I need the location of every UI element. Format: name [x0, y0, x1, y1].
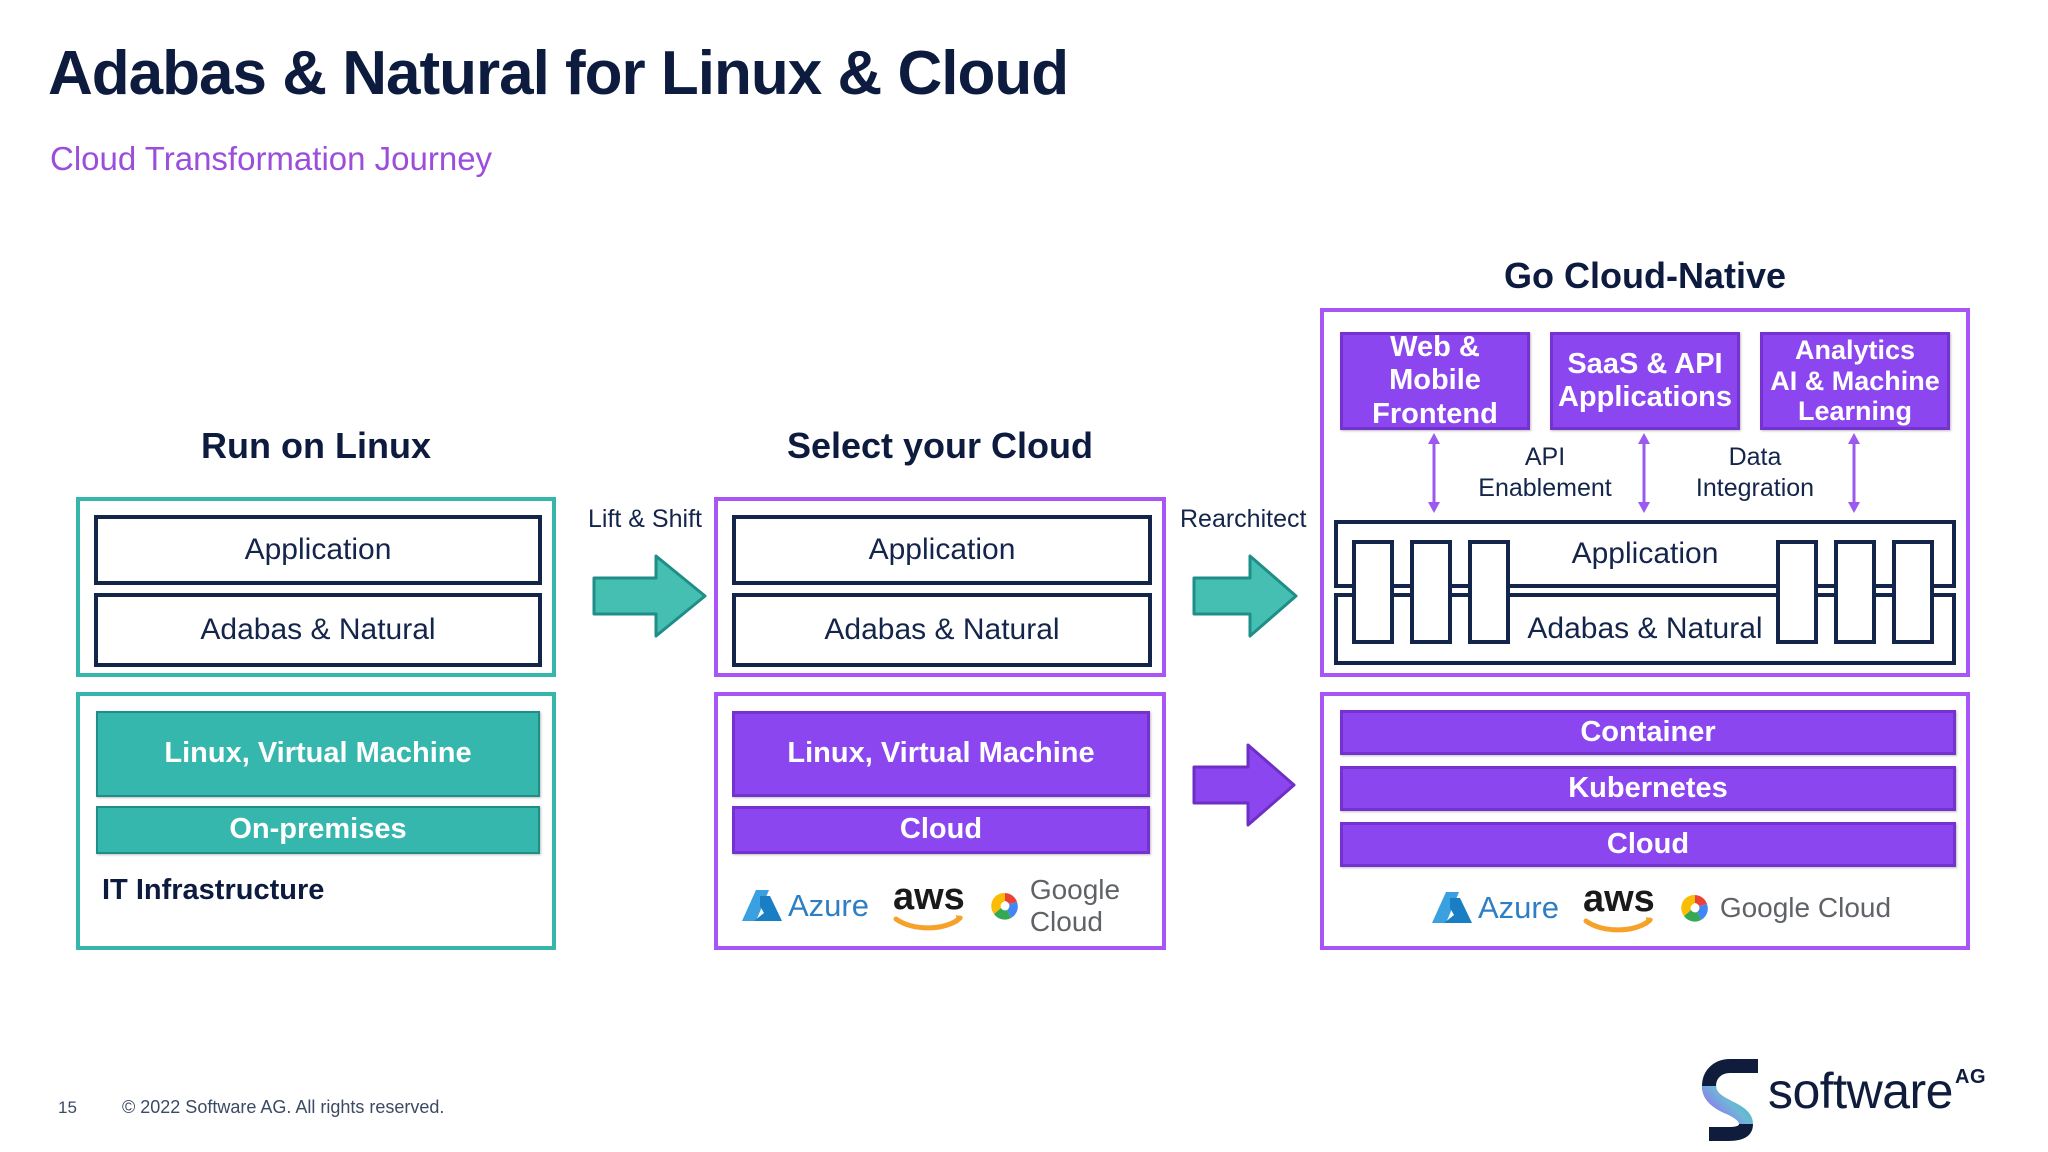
aws-label-right: aws	[1582, 878, 1655, 920]
left-app-panel: Application Adabas & Natural	[76, 497, 556, 677]
copyright-notice: © 2022 Software AG. All rights reserved.	[122, 1097, 445, 1117]
column-heading-left: Run on Linux	[201, 425, 431, 466]
google-cloud-icon	[1681, 895, 1708, 922]
middle-cloud-logos: Azure aws Google Cloud	[742, 874, 1162, 938]
lift-and-shift-label: Lift & Shift	[588, 505, 702, 533]
data-integration-label: Data Integration	[1695, 443, 1815, 503]
aws-smile-icon	[893, 915, 963, 931]
connector-arrow-3-icon	[1848, 433, 1860, 513]
right-tile-analytics-label: Analytics AI & Machine Learning	[1770, 334, 1940, 427]
connector-arrow-2-icon	[1638, 433, 1650, 513]
aws-logo: aws	[892, 875, 965, 933]
api-enablement-label: API Enablement	[1478, 443, 1612, 503]
right-kubernetes-box[interactable]: Kubernetes	[1340, 766, 1956, 811]
connector-arrow-1-icon	[1428, 433, 1440, 513]
google-cloud-logo-right: Google Cloud	[1677, 892, 1891, 924]
google-cloud-label-right: Google Cloud	[1719, 892, 1892, 924]
cloud-native-arrow-icon	[1192, 743, 1296, 827]
right-tile-web-mobile-label: Web & Mobile Frontend	[1372, 331, 1498, 430]
left-it-infrastructure-label: IT Infrastructure	[102, 874, 325, 906]
google-cloud-label: Google Cloud	[1029, 874, 1121, 937]
container-bar-r3	[1892, 540, 1934, 644]
google-cloud-icon	[991, 892, 1018, 920]
page-title: Adabas & Natural for Linux & Cloud	[48, 39, 1069, 108]
page-subtitle: Cloud Transformation Journey	[50, 140, 493, 177]
rearchitect-arrow-icon	[1192, 554, 1298, 638]
container-bar-r1	[1776, 540, 1818, 644]
left-infra-panel: Linux, Virtual Machine On-premises IT In…	[76, 692, 556, 950]
right-platform-panel: Container Kubernetes Cloud Azure aws	[1320, 692, 1970, 950]
software-ag-suffix: AG	[1955, 1066, 1986, 1088]
azure-icon	[742, 890, 782, 921]
left-adabas-box[interactable]: Adabas & Natural	[94, 593, 542, 667]
middle-linux-vm-box[interactable]: Linux, Virtual Machine	[732, 711, 1150, 797]
right-cloud-box[interactable]: Cloud	[1340, 822, 1956, 867]
container-bar-l3	[1468, 540, 1510, 644]
right-tile-web-mobile[interactable]: Web & Mobile Frontend	[1340, 331, 1530, 430]
left-onpremises-box[interactable]: On-premises	[96, 806, 540, 854]
right-cloudnative-panel: Web & Mobile Frontend SaaS & API Applica…	[1320, 308, 1970, 677]
page-number: 15	[58, 1098, 77, 1117]
right-cloud-logos: Azure aws Google Cloud	[1432, 878, 1891, 935]
container-bar-r2	[1834, 540, 1876, 644]
column-heading-right: Go Cloud-Native	[1503, 255, 1786, 296]
right-tile-saas-api-label: SaaS & API Applications	[1557, 347, 1732, 413]
software-ag-logo-icon	[1701, 1059, 1758, 1141]
aws-smile-icon	[1583, 917, 1653, 933]
azure-logo: Azure	[742, 888, 869, 924]
google-cloud-logo: Google Cloud	[987, 874, 1162, 938]
aws-label: aws	[892, 875, 965, 918]
azure-label-right: Azure	[1478, 890, 1559, 926]
middle-adabas-box[interactable]: Adabas & Natural	[732, 593, 1152, 667]
aws-logo-right: aws	[1582, 878, 1655, 935]
left-application-box[interactable]: Application	[94, 515, 542, 585]
left-linux-vm-box[interactable]: Linux, Virtual Machine	[96, 711, 540, 797]
software-ag-wordmark: software	[1768, 1063, 1953, 1119]
container-bar-l2	[1410, 540, 1452, 644]
rearchitect-label: Rearchitect	[1180, 505, 1307, 533]
lift-and-shift-arrow-icon	[592, 554, 707, 638]
right-container-box[interactable]: Container	[1340, 710, 1956, 755]
azure-icon	[1432, 892, 1472, 924]
middle-cloud-panel: Linux, Virtual Machine Cloud Azure aws	[714, 692, 1166, 950]
azure-label: Azure	[788, 888, 869, 923]
right-tile-analytics[interactable]: Analytics AI & Machine Learning	[1760, 332, 1950, 430]
middle-application-box[interactable]: Application	[732, 515, 1152, 585]
container-bar-l1	[1352, 540, 1394, 644]
column-heading-middle: Select your Cloud	[786, 425, 1094, 466]
azure-logo-right: Azure	[1432, 890, 1559, 926]
middle-cloud-box[interactable]: Cloud	[732, 806, 1150, 854]
right-tile-saas-api[interactable]: SaaS & API Applications	[1550, 332, 1740, 430]
middle-app-panel: Application Adabas & Natural	[714, 497, 1166, 677]
